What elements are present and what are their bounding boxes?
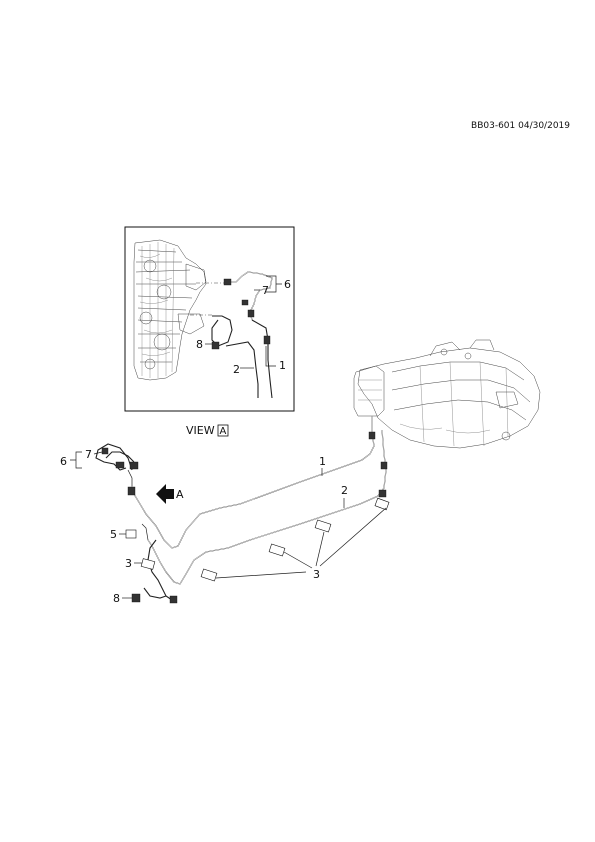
main-callout-3-right: 3 bbox=[313, 568, 320, 581]
main-callout-6: 6 bbox=[60, 455, 67, 468]
view-caption: VIEW A bbox=[186, 424, 229, 437]
document-reference: BB03-601 04/30/2019 bbox=[471, 121, 570, 131]
main-callout-7: 7 bbox=[85, 448, 92, 461]
bracket-main-6 bbox=[70, 451, 82, 469]
fuel-pipe-2 bbox=[141, 429, 388, 585]
inset-frame bbox=[124, 226, 295, 412]
fuel-tank-illustration bbox=[353, 339, 541, 449]
clip-set-3 bbox=[134, 497, 390, 582]
clip-5 bbox=[125, 529, 137, 539]
inset-callout-2: 2 bbox=[233, 363, 240, 376]
engine-illustration bbox=[133, 239, 207, 381]
fuel-pipe-lower-loop bbox=[131, 539, 178, 604]
inset-bracket-6 bbox=[266, 275, 282, 293]
clip-3e bbox=[140, 558, 156, 570]
inset-callout-7: 7 bbox=[262, 284, 269, 297]
view-caption-box bbox=[217, 424, 229, 437]
main-callout-1: 1 bbox=[319, 455, 326, 468]
view-caption-letter: A bbox=[220, 426, 227, 437]
inset-pipe-lower bbox=[211, 315, 259, 398]
fuel-pipe-1 bbox=[127, 416, 376, 549]
main-callout-2: 2 bbox=[341, 484, 348, 497]
clip-3c bbox=[268, 543, 286, 557]
view-direction-arrow-icon bbox=[156, 484, 174, 504]
view-arrow-label: A bbox=[176, 488, 184, 501]
main-callout-5: 5 bbox=[110, 528, 117, 541]
fuel-pipe-upper-assembly bbox=[95, 443, 139, 471]
clip-3-leaders bbox=[215, 507, 387, 579]
clip-3a bbox=[314, 519, 332, 533]
main-callout-8: 8 bbox=[113, 592, 120, 605]
leader-main-7 bbox=[93, 451, 103, 455]
inset-callout-6: 6 bbox=[284, 278, 291, 291]
clip-3b bbox=[374, 497, 390, 511]
inset-pipe-upper bbox=[223, 271, 276, 399]
view-caption-text: VIEW bbox=[186, 424, 215, 437]
main-callout-3-left: 3 bbox=[125, 557, 132, 570]
clip-3d bbox=[200, 568, 218, 582]
inset-callout-1: 1 bbox=[279, 359, 286, 372]
inset-view-a: 6 7 1 2 8 bbox=[124, 226, 295, 412]
inset-callout-8: 8 bbox=[196, 338, 203, 351]
